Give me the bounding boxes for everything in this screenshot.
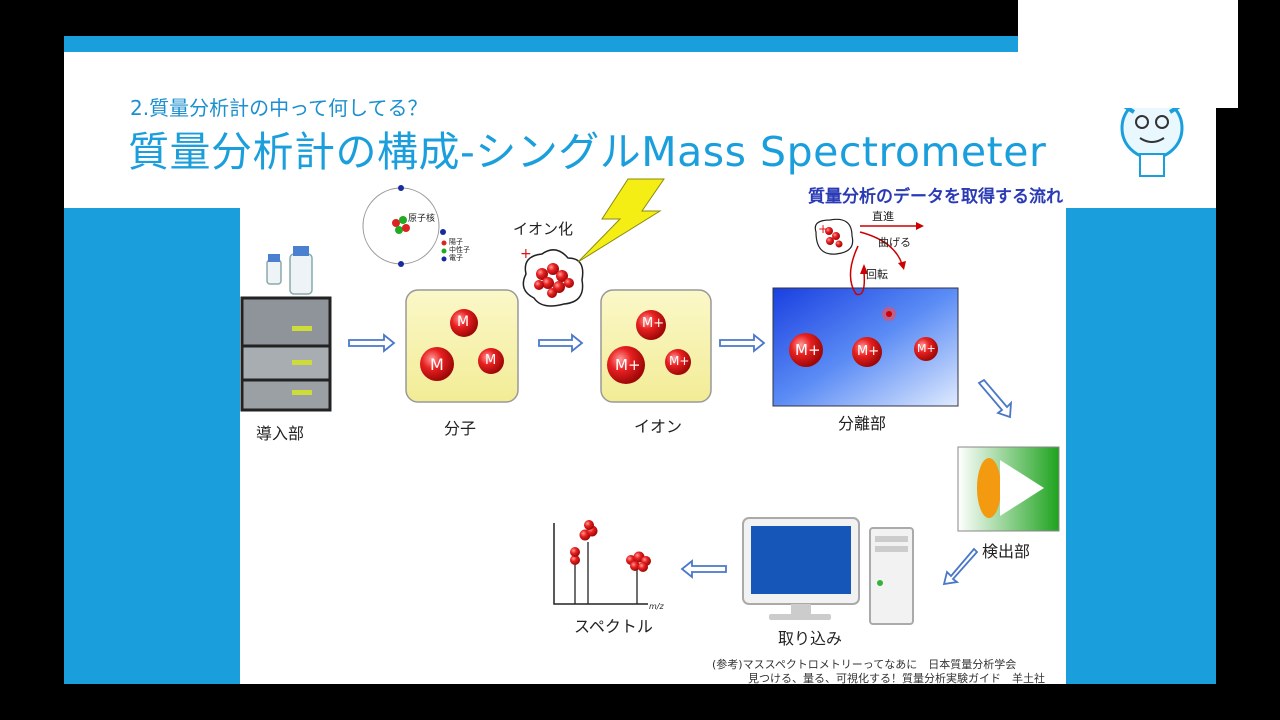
molecule-symbol-3: M bbox=[485, 353, 497, 368]
right-accent-panel bbox=[1066, 208, 1216, 684]
spectrum-plot bbox=[553, 520, 651, 605]
slide-subtitle: 2.質量分析計の中って何してる？ bbox=[130, 96, 428, 120]
molecule-symbol-2: M bbox=[430, 355, 444, 374]
label-detector: 検出部 bbox=[982, 542, 1031, 561]
reference-line-2: 見つける、量る、可視化する！質量分析実験ガイド 羊土社 bbox=[748, 672, 1045, 684]
label-molecule: 分子 bbox=[444, 419, 477, 438]
trajectory-charge-sign: + bbox=[818, 222, 829, 236]
ion-symbol-1: M+ bbox=[642, 316, 665, 331]
ion-symbol-2: M+ bbox=[615, 356, 641, 374]
label-ionization: イオン化 bbox=[513, 220, 574, 238]
detector-box bbox=[957, 446, 1060, 532]
molecule-symbol-1: M bbox=[457, 314, 470, 330]
top-accent-bar bbox=[64, 36, 1216, 52]
ionization-illustration bbox=[522, 178, 665, 307]
label-spectrum: スペクトル bbox=[574, 617, 653, 636]
separation-symbol-2: M+ bbox=[857, 344, 880, 359]
flow-label: 質量分析のデータを取得する流れ bbox=[808, 187, 1063, 207]
separation-symbol-3: M+ bbox=[917, 342, 936, 355]
label-electron: 電子 bbox=[449, 254, 463, 262]
ion-symbol-3: M+ bbox=[669, 354, 690, 368]
diagram-canvas bbox=[240, 96, 1184, 625]
molecule-box bbox=[405, 289, 519, 403]
ion-trajectory-diagram bbox=[814, 218, 924, 296]
separation-symbol-1: M+ bbox=[795, 341, 821, 359]
separation-box bbox=[772, 287, 959, 407]
label-neutron: 中性子 bbox=[449, 246, 470, 254]
label-proton: 陽子 bbox=[449, 238, 463, 246]
label-nucleus: 原子核 bbox=[408, 214, 436, 224]
slide: 2.質量分析計の中って何してる？ 質量分析計の構成-シングルMass Spect… bbox=[64, 36, 1216, 684]
webcam-overlay bbox=[1018, 0, 1238, 108]
left-accent-panel bbox=[64, 208, 240, 684]
label-mz-axis: m/z bbox=[649, 602, 664, 611]
label-straight: 直進 bbox=[872, 210, 894, 223]
label-ion: イオン bbox=[634, 417, 683, 436]
mascot-illustration bbox=[1120, 96, 1184, 177]
atom-diagram bbox=[362, 185, 447, 267]
label-inlet: 導入部 bbox=[256, 424, 305, 443]
reference-line-1: (参考)マススペクトロメトリーってなあに 日本質量分析学会 bbox=[712, 658, 1017, 671]
slide-title: 質量分析計の構成-シングルMass Spectrometer bbox=[128, 128, 1047, 176]
ion-charge-sign: + bbox=[520, 246, 532, 262]
label-rotate: 回転 bbox=[866, 268, 888, 281]
label-acquisition: 取り込み bbox=[778, 629, 843, 648]
ion-box bbox=[600, 289, 712, 403]
label-bend: 曲げる bbox=[878, 236, 911, 249]
flow-arrows bbox=[348, 333, 1013, 586]
computer-icon bbox=[742, 517, 914, 625]
inlet-device-icon bbox=[240, 246, 332, 412]
label-separation: 分離部 bbox=[838, 414, 887, 433]
